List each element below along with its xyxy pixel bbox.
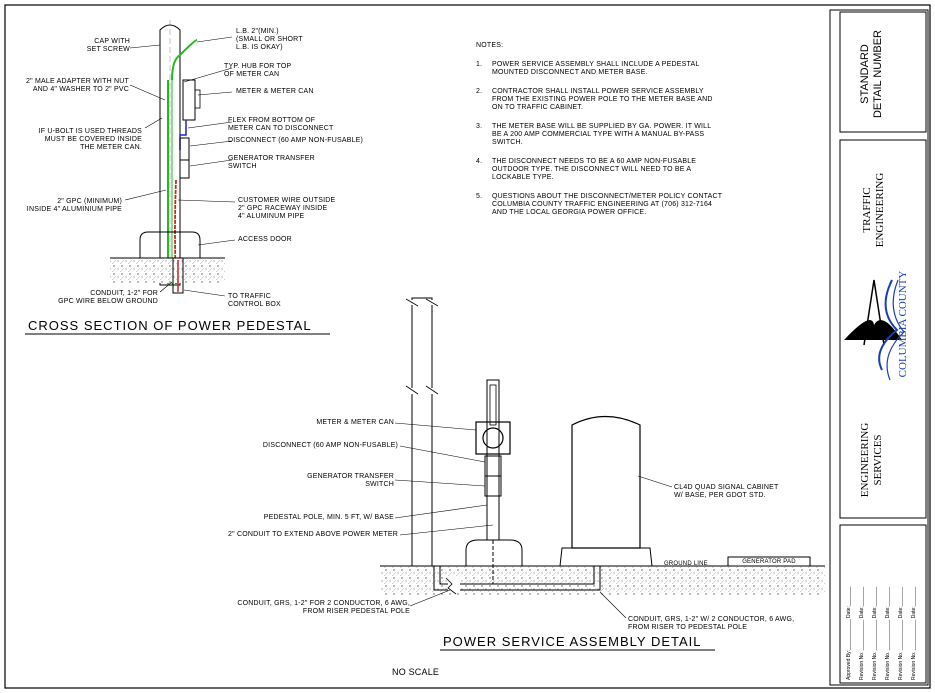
- assembly-drawing: [380, 297, 825, 651]
- title-assembly-detail: POWER SERVICE ASSEMBLY DETAIL: [443, 634, 702, 649]
- label-u-bolt: IF U-BOLT IS USED THREADS MUST BE COVERE…: [38, 128, 142, 151]
- traffic-engineering: TRAFFIC ENGINEERING: [861, 172, 886, 248]
- note-num: 2.: [476, 88, 483, 95]
- label-gpc-2in: 2" GPC (MINIMUM) INSIDE 4" ALUMINIUM PIP…: [26, 198, 122, 213]
- note-num: 1.: [476, 61, 483, 68]
- title-cross-section: CROSS SECTION OF POWER PEDESTAL: [28, 318, 312, 333]
- label-disconnect-bottom: DISCONNECT (60 AMP NON-FUSABLE): [262, 442, 398, 449]
- label-to-traffic-box: TO TRAFFIC CONTROL BOX: [228, 293, 281, 308]
- label-conduit-grs-right: CONDUIT, GRS, 1-2" W/ 2 CONDUCTOR, 6 AWG…: [628, 616, 795, 631]
- standard-detail-number: STANDARD DETAIL NUMBER: [859, 30, 884, 119]
- label-meter-can-top: METER & METER CAN: [236, 88, 314, 95]
- note-item: 4. THE DISCONNECT NEEDS TO BE A 60 AMP NO…: [476, 158, 796, 182]
- note-item: 2. CONTRACTOR SHALL INSTALL POWER SERVICE…: [476, 88, 796, 112]
- cross-section-drawing: [25, 20, 330, 335]
- revision-row: Revision No. ___________ Date:_______: [872, 586, 878, 680]
- label-meter-can-bottom: METER & METER CAN: [316, 419, 394, 426]
- agency-box: [839, 139, 927, 519]
- note-text: QUESTIONS ABOUT THE DISCONNECT/METER POL…: [492, 193, 723, 216]
- note-item: 5. QUESTIONS ABOUT THE DISCONNECT/METER P…: [476, 193, 796, 217]
- engineering-services: ENGINEERING SERVICES: [859, 422, 884, 498]
- label-disconnect-top: DISCONNECT (60 AMP NON-FUSABLE): [228, 137, 364, 144]
- label-access-door: ACCESS DOOR: [238, 236, 292, 243]
- label-conduit-gpc: CONDUIT, 1-2" FOR GPC WIRE BELOW GROUND: [58, 290, 158, 305]
- county-logo: [844, 279, 905, 381]
- revision-row: Revision No. ___________ Date:_______: [859, 586, 865, 680]
- standard-detail-box: [839, 11, 927, 133]
- columbia-county: COLUMBIA COUNTY: [897, 270, 909, 378]
- revision-row: Revision No. ___________ Date:_______: [911, 586, 917, 680]
- note-text: THE METER BASE WILL BE SUPPLIED BY GA. P…: [492, 123, 712, 146]
- label-no-scale: NO SCALE: [392, 667, 440, 677]
- note-item: 3. THE METER BASE WILL BE SUPPLIED BY GA.…: [476, 123, 796, 147]
- label-conduit-extend: 2" CONDUIT TO EXTEND ABOVE POWER METER: [228, 531, 398, 538]
- label-lb-2in: L.B. 2"(MIN.) (SMALL OR SHORT L.B. IS OK…: [236, 28, 303, 51]
- note-text: THE DISCONNECT NEEDS TO BE A 60 AMP NON-…: [492, 158, 697, 181]
- note-num: 3.: [476, 123, 483, 130]
- label-pedestal-pole: PEDESTAL POLE, MIN. 5 FT, W/ BASE: [263, 514, 394, 521]
- label-customer-wire: CUSTOMER WIRE OUTSIDE 2" GPC RACEWAY INS…: [238, 197, 336, 220]
- label-male-adapter: 2" MALE ADAPTER WITH NUT AND 4" WASHER T…: [26, 78, 129, 93]
- label-generator-pad: GENERATOR PAD: [742, 559, 796, 565]
- label-ground-line: GROUND LINE: [664, 561, 708, 567]
- note-text: POWER SERVICE ASSEMBLY SHALL INCLUDE A P…: [492, 61, 700, 76]
- revision-row: Revision No. ___________ Date:_______: [885, 586, 891, 680]
- revision-row: Revision No. ___________ Date:_______: [898, 586, 904, 680]
- note-text: CONTRACTOR SHALL INSTALL POWER SERVICE A…: [492, 88, 713, 111]
- note-num: 5.: [476, 193, 483, 200]
- note-item: 1. POWER SERVICE ASSEMBLY SHALL INCLUDE A…: [476, 61, 796, 77]
- label-conduit-grs-left: CONDUIT, GRS, 1-2" FOR 2 CONDUCTOR, 6 AW…: [237, 600, 410, 615]
- notes-heading: NOTES:: [476, 42, 504, 49]
- label-flex: FLEX FROM BOTTOM OF METER CAN TO DISCONN…: [228, 117, 334, 132]
- label-gen-transfer-top: GENERATOR TRANSFER SWITCH: [228, 155, 315, 170]
- label-cap-set-screw: CAP WITH SET SCREW: [86, 38, 130, 53]
- note-num: 4.: [476, 158, 483, 165]
- label-gen-transfer-bottom: GENERATOR TRANSFER SWITCH: [307, 473, 394, 488]
- revision-box: [839, 524, 927, 684]
- label-cl4d-cabinet: CL4D QUAD SIGNAL CABINET W/ BASE, PER GD…: [674, 484, 779, 499]
- title-block-frame: [829, 9, 929, 686]
- notes-block: NOTES: 1. POWER SERVICE ASSEMBLY SHALL IN…: [476, 42, 796, 217]
- sheet-border: [4, 4, 931, 689]
- approved-row: Approved By:___________ Date:_______: [846, 586, 852, 680]
- label-typ-hub: TYP. HUB FOR TOP OF METER CAN: [224, 63, 292, 78]
